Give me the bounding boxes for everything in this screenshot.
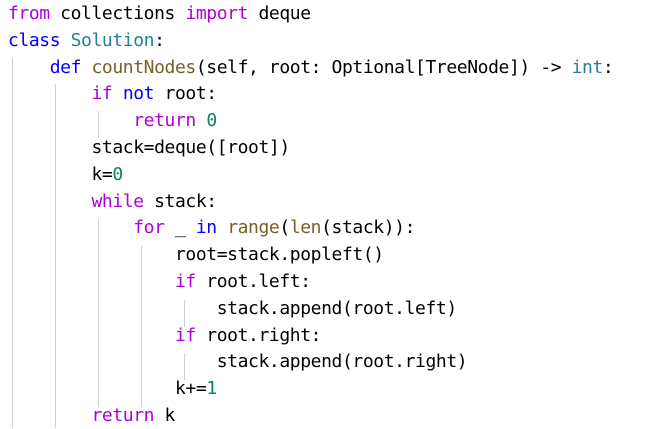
code-line[interactable]: stack=deque([root]): [8, 134, 290, 161]
indent-guide: [184, 300, 185, 327]
indent-guide: [98, 219, 99, 407]
code-line[interactable]: class Solution:: [8, 27, 165, 54]
code-token: import: [185, 3, 249, 24]
indent-guide: [12, 58, 13, 428]
code-token: [8, 83, 92, 104]
code-token: [8, 191, 92, 212]
code-token: :: [602, 56, 614, 78]
code-token: stack:: [143, 190, 217, 212]
code-token: [8, 325, 175, 346]
code-line[interactable]: stack.append(root.left): [8, 295, 457, 322]
code-token: not: [122, 83, 155, 105]
code-token: [112, 83, 122, 104]
code-token: if: [91, 83, 113, 105]
code-token: stack.append(root.left): [8, 297, 457, 319]
code-line[interactable]: k=0: [8, 161, 123, 188]
code-token: _: [164, 217, 196, 239]
code-token: 0: [206, 110, 217, 132]
code-token: Solution: [70, 29, 155, 51]
code-token: if: [175, 271, 196, 292]
code-token: class: [8, 29, 61, 51]
code-token: in: [195, 217, 217, 239]
code-token: k=: [8, 163, 113, 185]
code-token: while: [91, 190, 145, 212]
code-token: from: [8, 3, 50, 24]
code-token: if: [175, 324, 196, 346]
code-token: [8, 57, 50, 78]
code-token: root.right:: [195, 324, 322, 346]
code-line[interactable]: def countNodes(self, root: Optional[Tree…: [8, 54, 614, 81]
code-token: len: [289, 217, 322, 239]
code-token: def: [49, 56, 82, 78]
indent-guide: [55, 84, 56, 428]
code-line[interactable]: if root.right:: [8, 322, 322, 349]
code-token: (: [279, 217, 290, 239]
code-line[interactable]: return 0: [8, 107, 217, 134]
code-token: countNodes: [91, 56, 197, 78]
code-line[interactable]: if root.left:: [8, 268, 311, 295]
code-token: int: [571, 56, 604, 78]
code-token: root.left:: [195, 271, 311, 292]
code-token: return: [133, 110, 196, 132]
code-line[interactable]: for _ in range(len(stack)):: [8, 214, 415, 241]
code-token: return: [91, 405, 155, 426]
code-token: [8, 405, 92, 426]
code-token: [8, 110, 133, 131]
code-line[interactable]: while stack:: [8, 188, 218, 215]
code-line[interactable]: root=stack.popleft(): [8, 241, 384, 268]
code-token: [8, 271, 175, 292]
code-token: [81, 57, 91, 78]
code-token: [60, 30, 70, 51]
indent-guide: [141, 246, 142, 407]
code-token: k: [154, 405, 176, 426]
code-line[interactable]: k+=1: [8, 375, 217, 402]
code-token: root:: [154, 83, 218, 105]
code-token: 1: [206, 378, 217, 400]
code-token: root=stack.popleft(): [8, 244, 384, 266]
code-token: stack=deque([root]): [8, 137, 290, 158]
code-token: stack.append(root.right): [8, 351, 468, 373]
code-token: [217, 217, 227, 238]
code-token: :: [154, 29, 165, 51]
code-token: [196, 110, 206, 131]
code-line[interactable]: from collections import deque: [8, 0, 311, 27]
code-token: k+=: [8, 378, 207, 400]
code-token: 0: [112, 163, 123, 185]
indent-guide: [98, 111, 99, 138]
code-token: for: [133, 217, 165, 239]
code-token: deque: [248, 3, 311, 24]
code-token: [8, 217, 133, 238]
code-line[interactable]: stack.append(root.right): [8, 348, 468, 375]
code-token: range: [227, 217, 280, 239]
indent-guide: [184, 353, 185, 380]
code-token: (stack)):: [321, 217, 416, 239]
code-token: collections: [49, 3, 186, 24]
code-token: (self, root: Optional[TreeNode]) ->: [195, 56, 572, 78]
code-line[interactable]: return k: [8, 402, 176, 429]
code-line[interactable]: if not root:: [8, 80, 218, 107]
